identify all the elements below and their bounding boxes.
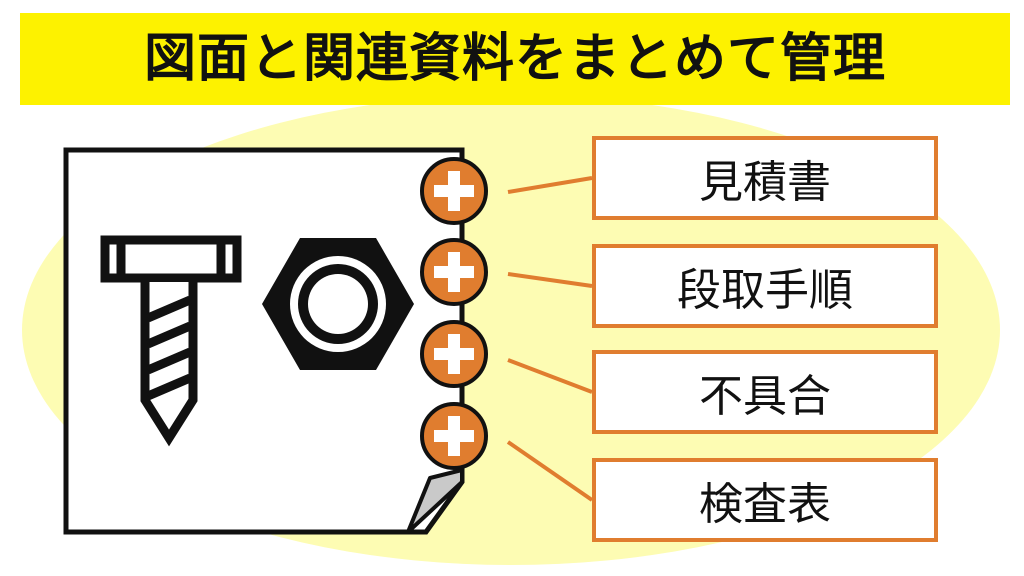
page-curl-icon	[406, 468, 464, 534]
attachment-label-text: 見積書	[699, 157, 831, 208]
attachment-label-text: 段取手順	[677, 265, 853, 316]
drawing-document	[63, 147, 465, 535]
attachment-label-setup-procedure: 段取手順	[592, 244, 938, 328]
connector-line	[506, 440, 594, 502]
plus-badge-icon	[420, 157, 488, 225]
connector-lines	[506, 176, 594, 502]
attachment-label-estimate: 見積書	[592, 136, 938, 220]
hex-nut-icon	[262, 238, 414, 370]
connector-line	[507, 358, 593, 394]
attachment-label-text: 検査表	[699, 479, 831, 530]
page-title: 図面と関連資料をまとめて管理	[143, 29, 886, 89]
title-banner: 図面と関連資料をまとめて管理	[20, 13, 1010, 105]
attachment-label-defect: 不具合	[592, 350, 938, 434]
plus-badge-icon	[420, 402, 488, 470]
attachment-label-inspection-sheet: 検査表	[592, 458, 938, 542]
connector-line	[507, 272, 593, 288]
connector-line	[507, 176, 593, 194]
attachment-label-text: 不具合	[699, 371, 831, 422]
bolt-icon	[100, 235, 242, 447]
plus-badge-icon	[420, 320, 488, 388]
plus-badge-icon	[420, 238, 488, 306]
